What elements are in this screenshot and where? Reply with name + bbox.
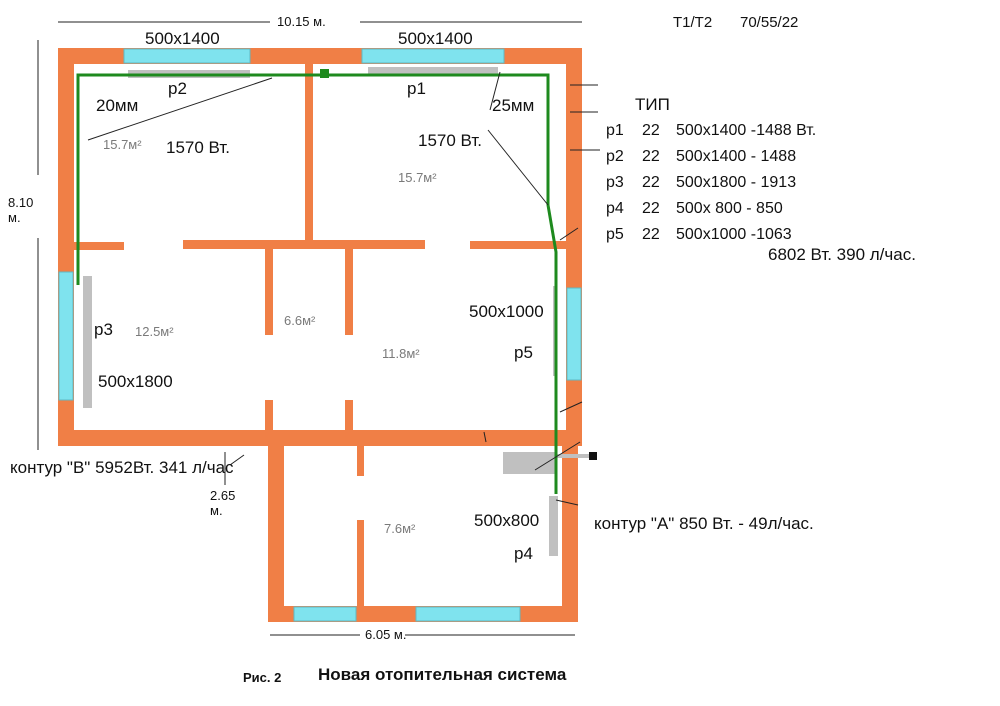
- room-power-top-right: 1570 Вт.: [418, 131, 482, 150]
- circuit-a-label: контур "A" 850 Вт. - 49л/час.: [594, 514, 814, 533]
- spec-desc: 500x1400 -1488 Вт.: [676, 122, 817, 139]
- spec-type: 22: [642, 226, 660, 243]
- spec-heading: ТИП: [635, 95, 670, 114]
- dim-top-width: 10.15 м.: [277, 14, 326, 29]
- circuit-b-label: контур "B" 5952Вт. 341 л/час: [10, 458, 234, 477]
- spec-name: p1: [606, 122, 624, 139]
- windows: [58, 48, 582, 622]
- figure-title: Новая отопительная система: [318, 665, 567, 684]
- spec-total: 6802 Вт. 390 л/час.: [768, 245, 916, 264]
- leader-lines: [87, 71, 600, 506]
- spec-row: p1 22 500x1400 -1488 Вт.: [606, 118, 816, 144]
- spec-row: p2 22 500x1400 - 1488: [606, 144, 816, 170]
- spec-row: p5 22 500x1000 -1063: [606, 222, 816, 248]
- dimension-lines: [37, 21, 582, 636]
- pipe-junction: [320, 69, 329, 78]
- spec-name: p2: [606, 148, 624, 165]
- room-area-top-left: 15.7м²: [103, 137, 142, 152]
- temp-values: 70/55/22: [740, 14, 799, 31]
- window-size-top-right: 500x1400: [398, 29, 473, 48]
- radiator-label-p3: p3: [94, 320, 113, 339]
- radiator-size-p4: 500x800: [474, 511, 540, 530]
- radiator-label-p5: p5: [514, 343, 533, 362]
- spec-name: p4: [606, 200, 624, 217]
- pipe-size-right: 25мм: [492, 96, 535, 115]
- room-area-left-mid: 12.5м²: [135, 324, 174, 339]
- spec-desc: 500x1800 - 1913: [676, 174, 797, 191]
- radiator-label-p1: p1: [407, 79, 426, 98]
- spec-desc: 500x1000 -1063: [676, 226, 792, 243]
- dim-annex-height: 2.65 м.: [210, 488, 236, 518]
- spec-row: p4 22 500x 800 - 850: [606, 196, 816, 222]
- room-area-center: 11.8м²: [382, 346, 420, 361]
- radiator-size-p3: 500x1800: [98, 372, 173, 391]
- spec-row: p3 22 500x1800 - 1913: [606, 170, 816, 196]
- spec-name: p5: [606, 226, 624, 243]
- radiator-label-p2: p2: [168, 79, 187, 98]
- room-area-corridor: 6.6м²: [284, 313, 316, 328]
- dim-left-height: 8.10 м.: [8, 195, 34, 225]
- heating-pipes: [76, 73, 558, 494]
- spec-desc: 500x1400 - 1488: [676, 148, 797, 165]
- dim-annex-width: 6.05 м.: [365, 627, 407, 642]
- figure-number: Рис. 2: [243, 670, 282, 685]
- spec-name: p3: [606, 174, 624, 191]
- spec-type: 22: [642, 200, 660, 217]
- spec-type: 22: [642, 174, 660, 191]
- temp-code: T1/T2: [673, 14, 713, 31]
- radiator-label-p4: p4: [514, 544, 533, 563]
- radiator-size-p5: 500x1000: [469, 302, 544, 321]
- spec-table: p1 22 500x1400 -1488 Вт. p2 22 500x1400 - 14…: [606, 118, 816, 248]
- manifold-valve: [589, 452, 597, 460]
- spec-desc: 500x 800 - 850: [676, 200, 783, 217]
- window-size-top-left: 500x1400: [145, 29, 220, 48]
- room-power-top-left: 1570 Вт.: [166, 138, 230, 157]
- pipe-size-left: 20мм: [96, 96, 139, 115]
- room-area-top-right: 15.7м²: [398, 170, 437, 185]
- spec-type: 22: [642, 122, 660, 139]
- room-area-annex: 7.6м²: [384, 521, 416, 536]
- spec-type: 22: [642, 148, 660, 165]
